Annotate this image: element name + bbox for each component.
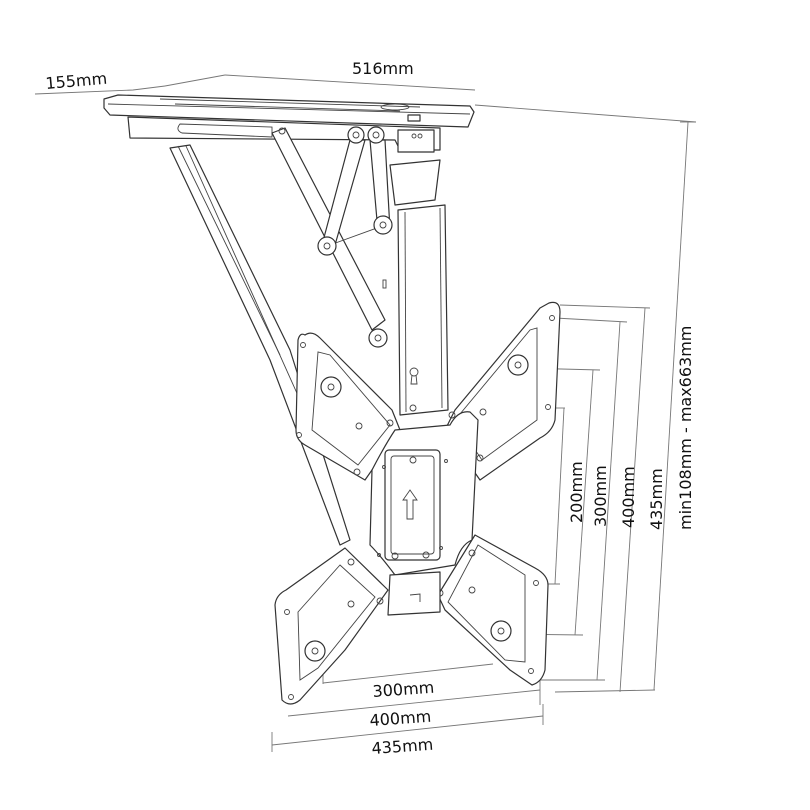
plate-height-label: 435mm	[647, 468, 666, 530]
width-label: 516mm	[352, 59, 414, 78]
depth-label: 155mm	[45, 69, 108, 93]
dimension-lines	[34, 74, 697, 752]
vesa-v-200-label: 200mm	[567, 461, 586, 523]
pivot-rollers	[278, 126, 393, 348]
drop-range-label: min108mm - max663mm	[676, 326, 695, 530]
vesa-h-400-label: 400mm	[369, 707, 432, 730]
plate-width-label: 435mm	[371, 735, 434, 758]
vesa-v-400-label: 400mm	[619, 466, 638, 528]
vesa-v-300-label: 300mm	[591, 465, 610, 527]
vesa-plate	[274, 301, 561, 705]
vesa-h-300-label: 300mm	[372, 678, 435, 701]
up-arrow-icon	[402, 489, 418, 520]
dimension-labels: 155mm 516mm 300mm 400mm 435mm 200mm 300m…	[45, 59, 695, 758]
